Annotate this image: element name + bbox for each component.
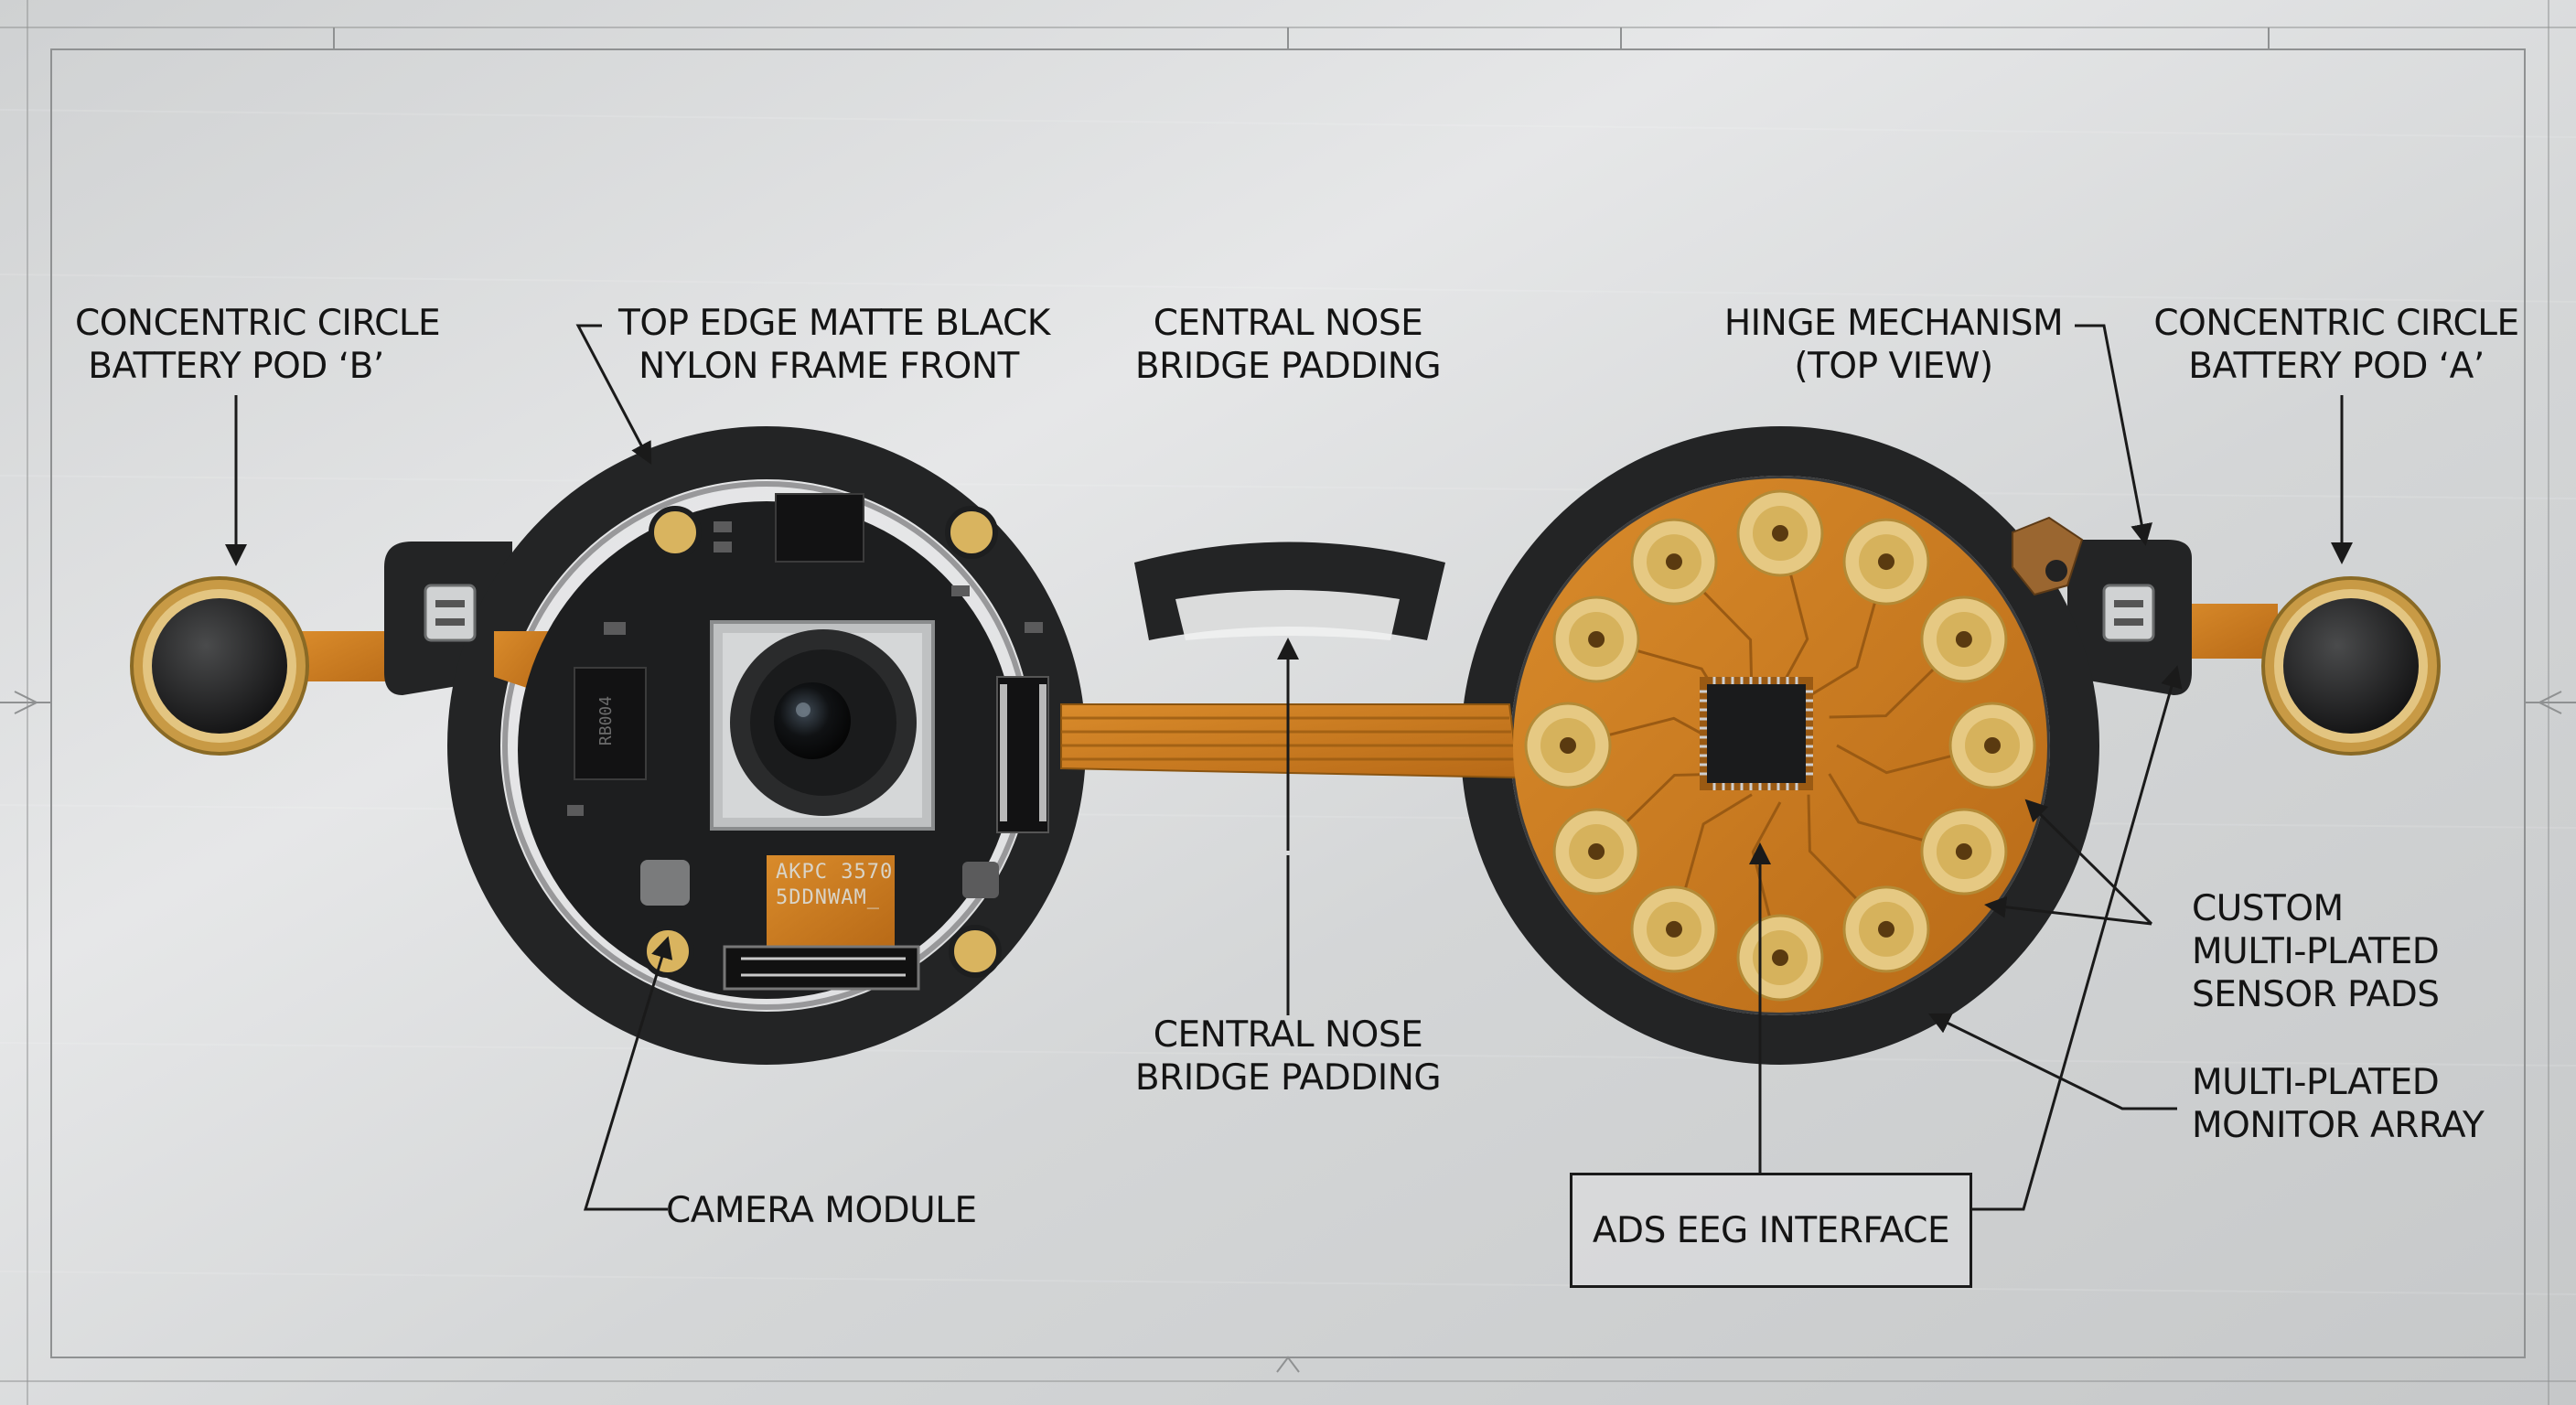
label-eeg-interface: ADS EEG INTERFACE	[1592, 1209, 1950, 1251]
sensor-pad	[1630, 885, 1718, 973]
hinge-right	[2102, 584, 2155, 642]
label-camera-module: CAMERA MODULE	[666, 1190, 977, 1231]
sensor-pad	[1920, 595, 2008, 683]
battery-pod-a	[2168, 576, 2441, 756]
sensor-pad	[1736, 489, 1824, 577]
sensor-pad	[1948, 702, 2036, 789]
sensor-pad	[1920, 808, 2008, 896]
eeg-chip	[1700, 677, 1813, 790]
sensor-pad	[1736, 914, 1824, 1002]
sensor-pad	[1842, 518, 1930, 606]
sensor-pcb	[1513, 478, 2084, 1013]
hinge-left	[424, 584, 477, 642]
camera-chip-marking: AKPC 3570 5DDNWAM_	[776, 861, 894, 909]
sensor-pad	[1524, 702, 1612, 789]
battery-pod-b	[130, 576, 412, 756]
pcb-silkscreen-text: RB004	[596, 695, 617, 746]
sensor-pad	[1842, 885, 1930, 973]
sensor-pad	[1630, 518, 1718, 606]
label-hinge-mechanism: HINGE MECHANISM(TOP VIEW)	[1723, 303, 2064, 387]
camera-housing	[710, 620, 935, 831]
flex-cable	[494, 631, 1520, 779]
leader-lines	[225, 324, 2353, 1211]
sensor-pad	[1552, 808, 1640, 896]
eeg-interface-box: ADS EEG INTERFACE	[1570, 1173, 1972, 1288]
sensor-pad	[1552, 595, 1640, 683]
camera-pcb	[518, 493, 1049, 999]
